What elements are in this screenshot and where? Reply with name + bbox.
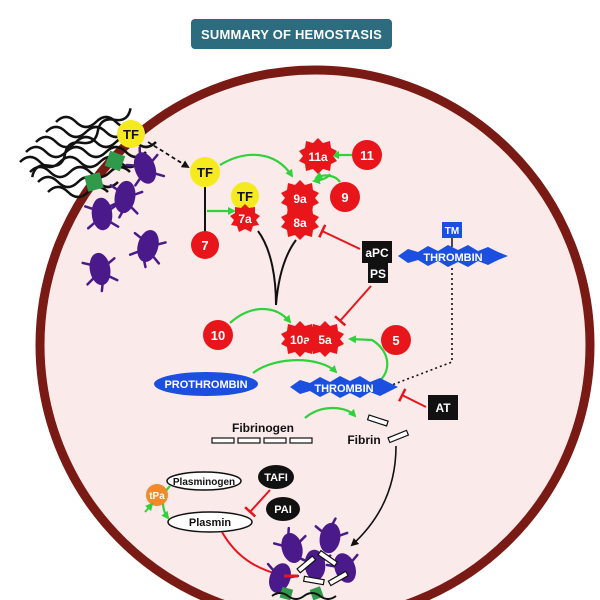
tm-box <box>442 222 462 238</box>
arrow-tf-release <box>147 141 190 169</box>
tf-wall-label: TF <box>123 127 139 142</box>
apc-label: aPC <box>365 246 389 260</box>
thrombin-tm-shape <box>398 245 508 267</box>
plasmin-label: Plasmin <box>189 517 231 529</box>
collagen-square-2 <box>84 172 104 192</box>
factor-7a-label: 7a <box>238 212 252 226</box>
inhibit-apc-8a <box>318 224 361 250</box>
tf-bound-node <box>231 182 259 210</box>
tpa-node <box>146 484 168 506</box>
plasmin-node <box>167 511 253 533</box>
fibrin-strand-1 <box>366 414 389 427</box>
prothrombin-node <box>154 372 258 396</box>
factor-9-node <box>330 182 360 212</box>
factor-8a-label: 8a <box>293 216 307 230</box>
fibrin-strand-2 <box>387 429 410 444</box>
collagen-square-1 <box>104 150 126 172</box>
tf-free-label: TF <box>197 165 213 180</box>
factor-5-node <box>381 325 411 355</box>
factor-9a-label: 9a <box>293 192 307 206</box>
inhibit-at-thrombin <box>397 388 427 408</box>
dotted-tm-thrombin-link <box>383 268 453 389</box>
tafi-node <box>258 465 294 489</box>
plasminogen-label: Plasminogen <box>173 477 235 488</box>
factor-5-label: 5 <box>392 333 399 348</box>
thrombin-shape <box>290 376 398 398</box>
tf-bound-label: TF <box>237 189 253 204</box>
arrow-tpa-activation <box>144 502 154 513</box>
tafi-label: TAFI <box>264 472 288 484</box>
fibrinogen-chain <box>211 437 313 444</box>
factor-10a-label: 10a <box>290 333 310 347</box>
factor-11a-node <box>299 138 337 174</box>
prothrombin-label: PROTHROMBIN <box>164 379 247 391</box>
arrow-9-activation <box>314 171 341 183</box>
factor-11-label: 11 <box>360 148 374 163</box>
clot-fibrin-mesh <box>296 549 349 587</box>
factor-10-label: 10 <box>211 328 225 343</box>
factor-10-node <box>203 320 233 350</box>
inhibit-tafi-pai-plasmin <box>244 489 271 518</box>
factor-9-label: 9 <box>341 190 348 205</box>
at-box <box>428 395 458 420</box>
thrombin-label: THROMBIN <box>314 383 373 395</box>
fibrinogen-label: Fibrinogen <box>232 421 294 435</box>
pai-node <box>266 497 300 521</box>
plasminogen-node <box>166 471 242 491</box>
tf-wall-node <box>117 120 145 148</box>
factor-5a-node <box>306 321 344 357</box>
fibrin-label: Fibrin <box>347 433 380 447</box>
thrombin-tm-label: THROMBIN <box>423 252 482 264</box>
factor-9a-node <box>281 180 319 216</box>
factor-11a-label: 11a <box>308 150 328 164</box>
collagen-fibers-rotated <box>31 108 132 178</box>
link-intrinsic-to-10a <box>275 239 297 306</box>
factor-11-node <box>352 140 382 170</box>
factor-8a-node <box>281 204 319 240</box>
apc-box <box>362 241 392 263</box>
factor-5a-label: 5a <box>318 333 332 347</box>
arrow-fibrinogen-to-fibrin <box>304 406 357 419</box>
factor-7-node <box>191 231 219 259</box>
arrow-10-activation <box>229 307 292 324</box>
arrow-tf-to-9a <box>219 153 294 178</box>
ps-label: PS <box>370 267 386 281</box>
diagram-title: SUMMARY OF HEMOSTASIS <box>191 19 392 49</box>
factor-10a-node <box>281 321 319 357</box>
platelets-top-left <box>81 146 167 293</box>
arrow-fibrin-to-clot <box>350 445 397 547</box>
clot-platelets <box>266 517 359 593</box>
clot-collagen <box>271 586 337 600</box>
at-label: AT <box>435 401 451 415</box>
tpa-label: tPa <box>149 491 165 502</box>
factor-7a-node <box>230 204 260 232</box>
factor-7-label: 7 <box>201 238 208 253</box>
pai-label: PAI <box>274 504 292 516</box>
arrow-prothrombin-to-thrombin <box>252 359 338 374</box>
ps-box <box>368 263 388 283</box>
tf-free-node <box>190 157 220 187</box>
inhibit-apc-5a <box>334 285 372 327</box>
tm-label: TM <box>445 226 459 237</box>
